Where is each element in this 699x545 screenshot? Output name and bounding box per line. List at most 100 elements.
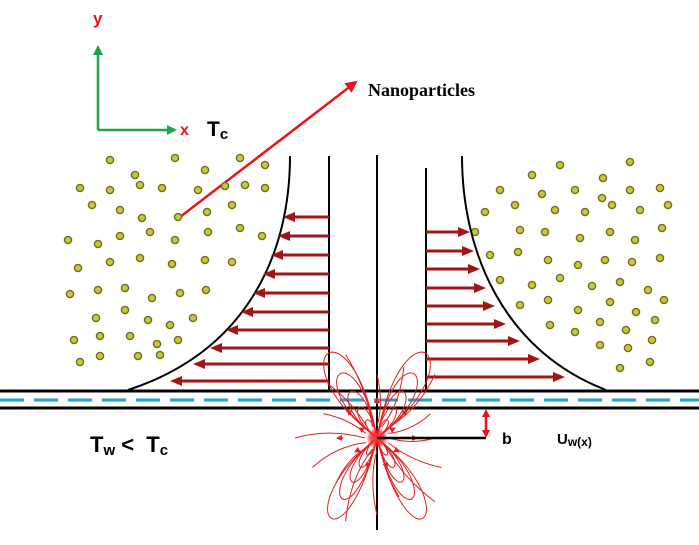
nanoparticle [615, 277, 625, 287]
velocity-arrowhead-left [210, 343, 222, 353]
field-arrow [382, 462, 389, 469]
nanoparticle [527, 170, 537, 180]
b-label: b [502, 431, 512, 448]
field-ray [294, 432, 366, 439]
nanoparticle [188, 313, 198, 323]
nanoparticle [650, 315, 660, 325]
stretching-sheet [0, 389, 699, 410]
nanoparticle [570, 327, 580, 337]
nanoparticle [130, 170, 140, 180]
nanoparticle [550, 205, 560, 215]
nanoparticle [235, 223, 245, 233]
nanoparticle [515, 300, 525, 310]
nanoparticle [605, 227, 615, 237]
nanoparticle [135, 253, 145, 263]
x-axis-label: x [180, 122, 189, 139]
field-ray [376, 374, 381, 427]
svg-text:Uw(x): Uw(x) [557, 431, 592, 449]
nanoparticle [615, 363, 625, 373]
field-ray [345, 354, 373, 427]
velocity-arrowhead-right [458, 227, 470, 237]
nanoparticle [87, 200, 97, 210]
nanoparticle [220, 181, 230, 191]
nanoparticle [120, 305, 130, 315]
nanoparticle [575, 233, 585, 243]
nanoparticle [73, 263, 83, 273]
nanoparticle [655, 183, 665, 193]
nanoparticle [573, 260, 583, 270]
field-ray [327, 383, 369, 430]
field-line [323, 351, 378, 439]
nanoparticle [645, 357, 655, 367]
field-arrow [358, 427, 365, 434]
nanoparticle [555, 160, 565, 170]
nanoparticle [63, 235, 73, 245]
nanoparticle [137, 213, 147, 223]
field-line [349, 437, 378, 483]
velocity-arrowhead-left [263, 269, 275, 279]
velocity-arrowhead-right [474, 283, 486, 293]
velocity-arrowhead-right [553, 372, 565, 382]
field-ray [372, 449, 378, 516]
nanoparticle [625, 157, 635, 167]
nanoparticle [93, 239, 103, 249]
nanoparticle [175, 288, 185, 298]
field-ray [345, 448, 373, 522]
velocity-arrowhead-left [241, 307, 253, 317]
velocity-arrowhead-left [253, 288, 265, 298]
nanoparticle [495, 275, 505, 285]
nanoparticle [75, 357, 85, 367]
nanoparticle [235, 153, 245, 163]
nanoparticle [600, 255, 610, 265]
nanoparticles-field [63, 153, 673, 373]
nanoparticle [635, 205, 645, 215]
field-line [376, 437, 415, 500]
y-axis-label: y [93, 9, 103, 28]
nanoparticle [173, 212, 183, 222]
nanoparticle [513, 247, 523, 257]
nanoparticle [527, 280, 537, 290]
field-arrow [365, 462, 372, 469]
svg-text:Tc: Tc [207, 118, 228, 143]
nanoparticle [543, 255, 553, 265]
nanoparticle [193, 185, 203, 195]
nanoparticle [597, 193, 607, 203]
nanoparticle [627, 257, 637, 267]
field-ray [381, 366, 405, 428]
velocity-arrowhead-left [170, 376, 182, 386]
velocity-arrowhead-left [278, 231, 290, 241]
nanoparticle [587, 281, 597, 291]
velocity-arrowhead-left [226, 325, 238, 335]
nanoparticle [75, 183, 85, 193]
nanoparticle [573, 305, 583, 315]
nanoparticle [115, 205, 125, 215]
velocity-arrowhead-left [271, 250, 283, 260]
nanoparticle [200, 165, 210, 175]
velocity-arrowhead-left [283, 212, 295, 222]
nanoparticle [91, 313, 101, 323]
nanoparticle [227, 257, 237, 267]
velocity-arrowhead-left [193, 359, 205, 369]
nanoparticle [105, 257, 115, 267]
right-boundary-curve [461, 155, 607, 391]
nanoparticle [659, 295, 669, 305]
nanoparticle [69, 335, 79, 345]
nanoparticle [95, 351, 105, 361]
nanoparticle [495, 185, 505, 195]
nanoparticle [480, 207, 490, 217]
nanoparticle [165, 320, 175, 330]
velocity-profile [170, 212, 565, 386]
nanoparticle [202, 207, 212, 217]
nanoparticle [515, 225, 525, 235]
field-line [376, 437, 427, 520]
nanoparticle [155, 350, 165, 360]
nanoparticle [570, 185, 580, 195]
nanoparticle [240, 180, 250, 190]
nanoparticle [555, 273, 565, 283]
nanoparticle [125, 331, 135, 341]
velocity-arrowhead-right [483, 301, 495, 311]
nanoparticle [260, 183, 270, 193]
nanoparticle [93, 285, 103, 295]
nanoparticle [605, 297, 615, 307]
nanoparticle [105, 185, 115, 195]
